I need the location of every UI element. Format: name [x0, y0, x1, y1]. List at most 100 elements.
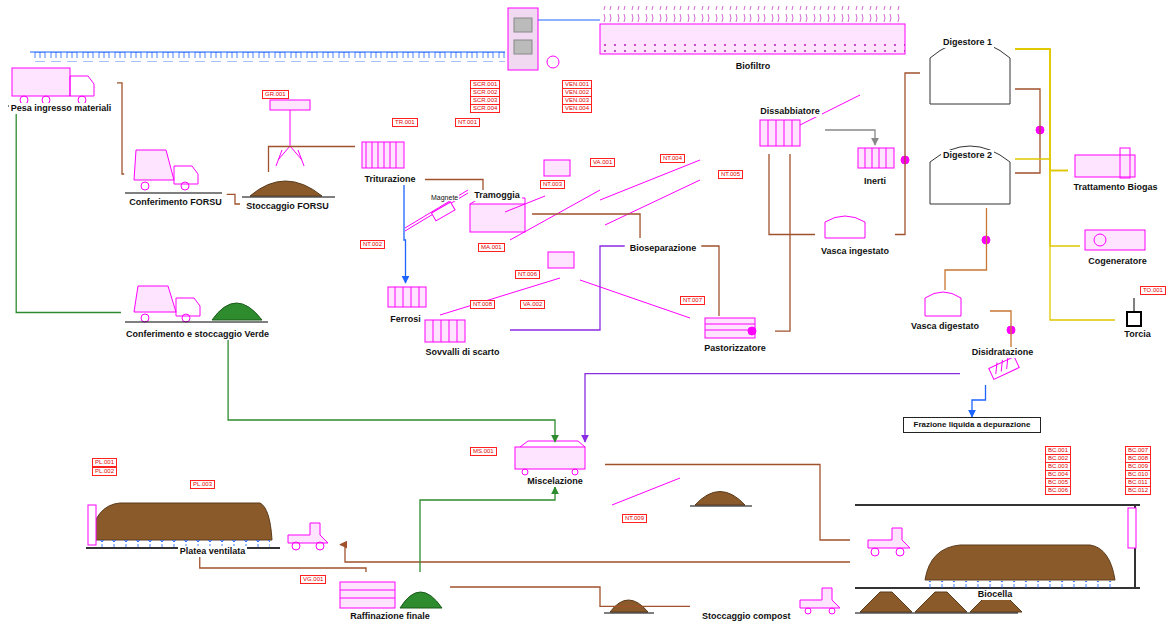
instrument-tag: TO.001: [1140, 286, 1166, 295]
node-label: Vasca digestato: [909, 321, 981, 332]
flow-line: [825, 130, 875, 145]
node-label: Trattamento Biogas: [1071, 182, 1159, 193]
flow-line: [227, 194, 240, 204]
flow-line: [1015, 89, 1040, 173]
instrument-tag: MS.001: [470, 447, 497, 456]
flow-line: [775, 154, 790, 331]
node-label: Tramoggia: [472, 190, 522, 201]
instrument-tag: NT.003: [540, 180, 565, 189]
storage-pile: Stoccaggio FORSU: [240, 172, 335, 212]
green-storage: Conferimento e stoccaggio Verde: [121, 285, 274, 340]
node-label: Digestore 2: [941, 150, 994, 161]
flow-line: [340, 545, 850, 562]
flow-line: [1015, 159, 1068, 171]
instrument-tag: NT.006: [515, 270, 540, 279]
flow-line: [701, 246, 719, 316]
instrument-tag: PL.003: [190, 480, 215, 489]
node-label: Conferimento FORSU: [127, 197, 224, 208]
instrument-tag: NT.005: [718, 170, 743, 179]
node-label: Vasca ingestato: [819, 246, 891, 257]
shredder: Triturazione: [355, 130, 425, 185]
node-label: Biocella: [976, 589, 1015, 600]
instrument-tag: NT.001: [455, 118, 480, 127]
flow-line: [532, 214, 640, 238]
node-label: Pesa ingresso materiali: [9, 103, 114, 114]
biofilter: Biofiltro: [598, 14, 908, 72]
node-label: Frazione liquida a depurazione: [912, 420, 1033, 430]
node-label: Inerti: [862, 176, 888, 187]
flow-line: [404, 185, 406, 283]
instrument-tag: NT.002: [360, 240, 385, 249]
separator: Bioseparazione: [625, 238, 702, 254]
delivery-truck: Conferimento FORSU: [124, 140, 227, 208]
flow-line: [425, 180, 483, 191]
node-label: Pastorizzatore: [702, 343, 768, 354]
instrument-tag: VA.001: [590, 158, 615, 167]
flow-line: [117, 83, 124, 174]
instrument-tag: GR.001: [262, 90, 289, 99]
instrument-tag: TR.001: [392, 118, 418, 127]
flow-line: [200, 557, 366, 572]
part-name: Magnete: [430, 194, 459, 201]
node-label: Conferimento e stoccaggio Verde: [124, 329, 271, 340]
dewatering-screw: Disidratazione: [960, 347, 1045, 385]
flow-line: [269, 147, 356, 173]
node-label: Dissabbiatore: [758, 106, 822, 117]
node-label: Triturazione: [362, 174, 417, 185]
flow-line: [228, 340, 555, 442]
instrument-tag: MA.001: [478, 243, 505, 252]
node-label: Bioseparazione: [628, 243, 699, 254]
instrument-tag: NT.004: [660, 154, 685, 163]
flow-line: [972, 385, 986, 417]
digester: Digestore 2: [920, 138, 1015, 208]
digester: Digestore 1: [920, 25, 1015, 105]
instrument-tag: VEN.004: [562, 104, 592, 113]
node-label: Disidratazione: [970, 347, 1036, 358]
scrap-bin: Sovvalli di scarto: [415, 318, 510, 358]
instrument-tag: NT.007: [680, 296, 705, 305]
scrap-bin: Ferrosi: [378, 283, 433, 325]
screening-unit: Raffinazione finale: [330, 572, 450, 622]
flow-line: [990, 311, 1011, 347]
node-label: Biofiltro: [734, 61, 773, 72]
instrument-tag: NT.008: [470, 300, 495, 309]
desander: Dissabbiatore: [755, 106, 825, 154]
tank: Vasca ingestato: [815, 212, 895, 257]
node-label: Stoccaggio compost: [700, 611, 793, 622]
biocell: Biocella: [850, 500, 1140, 600]
process-box: Frazione liquida a depurazione: [903, 417, 1041, 433]
ventilated-pad: Platea ventilata: [85, 495, 340, 557]
flow-line: [605, 465, 850, 541]
instrument-tag: BC.012: [1125, 486, 1151, 495]
node-label: Torcia: [1122, 329, 1152, 340]
flare: Torcia: [1115, 300, 1160, 340]
node-label: Sovvalli di scarto: [423, 347, 501, 358]
instrument-tag: PL.001: [92, 458, 117, 467]
instrument-tag: NT.009: [622, 514, 647, 523]
flow-line: [769, 154, 815, 235]
scrap-bin: Inerti: [850, 145, 900, 187]
flow-line: [945, 208, 987, 290]
cogenerator: Cogeneratore: [1080, 225, 1155, 267]
node-label: Stoccaggio FORSU: [244, 201, 331, 212]
instrument-tag: BC.006: [1045, 486, 1071, 495]
instrument-tag: SCR.004: [470, 104, 500, 113]
instrument-tag: VA.002: [520, 300, 545, 309]
node-label: Cogeneratore: [1086, 256, 1149, 267]
instrument-tag: PL.002: [92, 467, 117, 476]
node-label: Platea ventilata: [178, 546, 248, 557]
weighbridge: Pesa ingresso materiali: [5, 62, 117, 114]
flow-line: [16, 114, 121, 313]
flow-line: [450, 587, 690, 606]
hopper: Tramoggia: [462, 190, 532, 238]
pasteurizer: Pastorizzatore: [695, 316, 775, 354]
biogas-unit: Trattamento Biogas: [1068, 148, 1163, 193]
mixer: Miscelazione: [505, 442, 605, 487]
node-label: Digestore 1: [941, 37, 994, 48]
node-label: Miscelazione: [525, 476, 585, 487]
compost-storage: Stoccaggio compost: [690, 570, 1020, 622]
tank: Vasca digestato: [900, 290, 990, 332]
flow-line: [1015, 49, 1068, 171]
flow-line: [895, 73, 920, 235]
node-label: Raffinazione finale: [348, 611, 432, 622]
